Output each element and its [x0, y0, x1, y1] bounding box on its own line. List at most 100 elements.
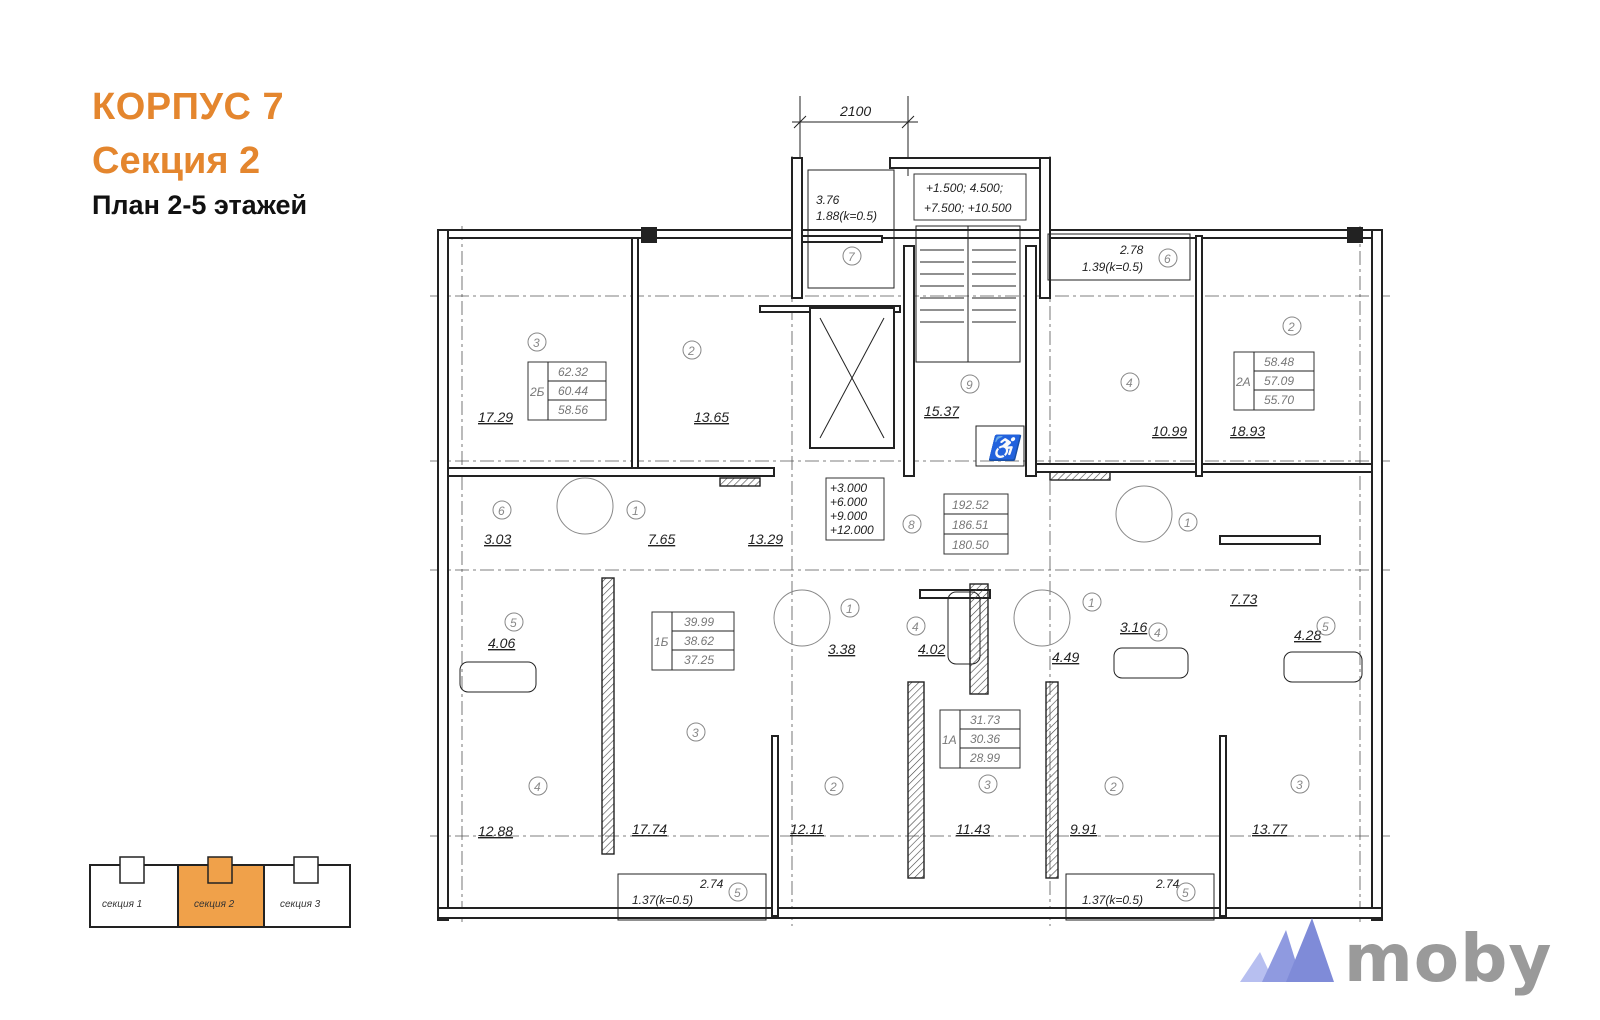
minimap-label-1: секция 1 [102, 899, 142, 910]
room-number: 4 [1126, 376, 1133, 390]
staircase: +1.500; 4.500; +7.500; +10.500 ♿ [913, 173, 1027, 467]
room-area: 9.91 [1070, 821, 1097, 837]
apt-2a-table: 2А 58.48 57.09 55.70 [1233, 351, 1315, 411]
room-number: 4 [534, 780, 541, 794]
room-number: 5 [1182, 886, 1189, 900]
room-area: 4.06 [488, 635, 515, 651]
building-title: КОРПУС 7 [92, 86, 285, 128]
room-area: 17.74 [632, 821, 667, 837]
balcony-tl-k: 1.88(k=0.5) [816, 209, 877, 223]
common-v3: 180.50 [952, 538, 989, 552]
balcony-tr-k: 1.39(k=0.5) [1082, 260, 1143, 274]
apt-1b-v2: 38.62 [684, 634, 714, 648]
plan-subtitle: План 2-5 этажей [92, 190, 308, 220]
outer-walls [437, 157, 1383, 921]
apt-2b-code: 2Б [529, 385, 545, 399]
balconies: 3.76 1.88(k=0.5) 2.78 1.39(k=0.5) 2.74 1… [617, 169, 1215, 921]
floor-plan: 2100 [430, 96, 1390, 926]
apt-1a-v1: 31.73 [970, 713, 1000, 727]
minimap-label-2: секция 2 [194, 899, 235, 910]
apt-1a-v3: 28.99 [969, 751, 1000, 765]
room-area: 4.28 [1294, 627, 1321, 643]
apt-2b-table: 2Б 62.32 60.44 58.56 [527, 361, 607, 421]
common-v2: 186.51 [952, 518, 989, 532]
apt-1b-code: 1Б [654, 635, 669, 649]
lift-levels: +3.000 +6.000 +9.000 +12.000 [825, 477, 885, 541]
apt-2a-v1: 58.48 [1264, 355, 1294, 369]
room-number: 3 [984, 778, 991, 792]
room-area: 15.37 [924, 403, 960, 419]
balcony-bl-area: 2.74 [699, 877, 724, 891]
minimap-section-2[interactable] [177, 864, 265, 928]
room-number: 4 [912, 620, 919, 634]
room-area: 12.11 [790, 821, 824, 837]
dimension-2100: 2100 [839, 103, 871, 119]
room-number: 2 [1109, 780, 1117, 794]
room-number: 5 [510, 616, 517, 630]
bathtubs [459, 591, 1363, 693]
balcony-tl-area: 3.76 [816, 193, 840, 207]
room-number: 1 [1088, 596, 1095, 610]
room-number: 3 [533, 336, 540, 350]
room-area: 3.16 [1120, 619, 1147, 635]
room-number: 6 [498, 504, 505, 518]
apt-2a-v2: 57.09 [1264, 374, 1294, 388]
room-number: 7 [848, 250, 856, 264]
room-area: 12.88 [478, 823, 513, 839]
room-numbers: 3 2 7 9 6 4 2 6 1 8 1 5 1 4 1 4 5 4 3 2 … [492, 246, 1336, 902]
apt-2a-v3: 55.70 [1264, 393, 1294, 407]
stair-level-line2: +7.500; +10.500 [924, 201, 1012, 215]
balcony-bl-k: 1.37(k=0.5) [632, 893, 693, 907]
lift-level-3: +9.000 [830, 509, 867, 523]
room-number: 1 [1184, 516, 1191, 530]
minimap-label-3: секция 3 [280, 899, 321, 910]
room-area: 7.73 [1230, 591, 1257, 607]
common-area-table: 192.52 186.51 180.50 [943, 493, 1009, 555]
room-number: 4 [1154, 626, 1161, 640]
room-number: 5 [734, 886, 741, 900]
apt-1a-code: 1А [942, 733, 957, 747]
common-v1: 192.52 [952, 498, 989, 512]
room-number: 2 [687, 344, 695, 358]
apt-1b-v3: 37.25 [684, 653, 714, 667]
room-number: 5 [1322, 620, 1329, 634]
room-area: 11.43 [956, 821, 990, 837]
room-area: 13.29 [748, 531, 783, 547]
interior-walls [447, 235, 1373, 917]
apt-2b-v1: 62.32 [558, 365, 588, 379]
room-area: 18.93 [1230, 423, 1265, 439]
room-number: 1 [846, 602, 853, 616]
apt-1a-v2: 30.36 [970, 732, 1000, 746]
room-number: 3 [692, 726, 699, 740]
room-number: 2 [829, 780, 837, 794]
room-number: 2 [1287, 320, 1295, 334]
room-number: 8 [908, 518, 915, 532]
room-area: 4.49 [1052, 649, 1079, 665]
door-swings [556, 477, 1173, 647]
lift-level-1: +3.000 [830, 481, 867, 495]
room-area: 3.38 [828, 641, 855, 657]
section-minimap: секция 1 секция 2 секция 3 [89, 856, 351, 928]
apt-2b-v2: 60.44 [558, 384, 588, 398]
balcony-tr-area: 2.78 [1119, 243, 1144, 257]
apt-2a-code: 2А [1235, 375, 1251, 389]
apt-1a-table: 1А 31.73 30.36 28.99 [939, 709, 1021, 769]
section-title: Секция 2 [92, 140, 261, 182]
balcony-br-k: 1.37(k=0.5) [1082, 893, 1143, 907]
room-number: 6 [1164, 252, 1171, 266]
room-area: 7.65 [648, 531, 675, 547]
apt-2b-v3: 58.56 [558, 403, 588, 417]
room-area: 17.29 [478, 409, 513, 425]
room-area: 4.02 [918, 641, 945, 657]
stair-level-line1: +1.500; 4.500; [926, 181, 1003, 195]
room-number: 9 [966, 378, 973, 392]
lift-level-2: +6.000 [830, 495, 867, 509]
apt-1b-v1: 39.99 [684, 615, 714, 629]
wheelchair-icon: ♿ [988, 434, 1022, 462]
room-areas: 17.29 13.65 15.37 10.99 18.93 3.03 7.65 … [478, 403, 1321, 839]
balcony-br-area: 2.74 [1155, 877, 1180, 891]
room-number: 3 [1296, 778, 1303, 792]
moby-logo-icon [1240, 918, 1334, 982]
room-area: 3.03 [484, 531, 511, 547]
lift-level-4: +12.000 [830, 523, 874, 537]
